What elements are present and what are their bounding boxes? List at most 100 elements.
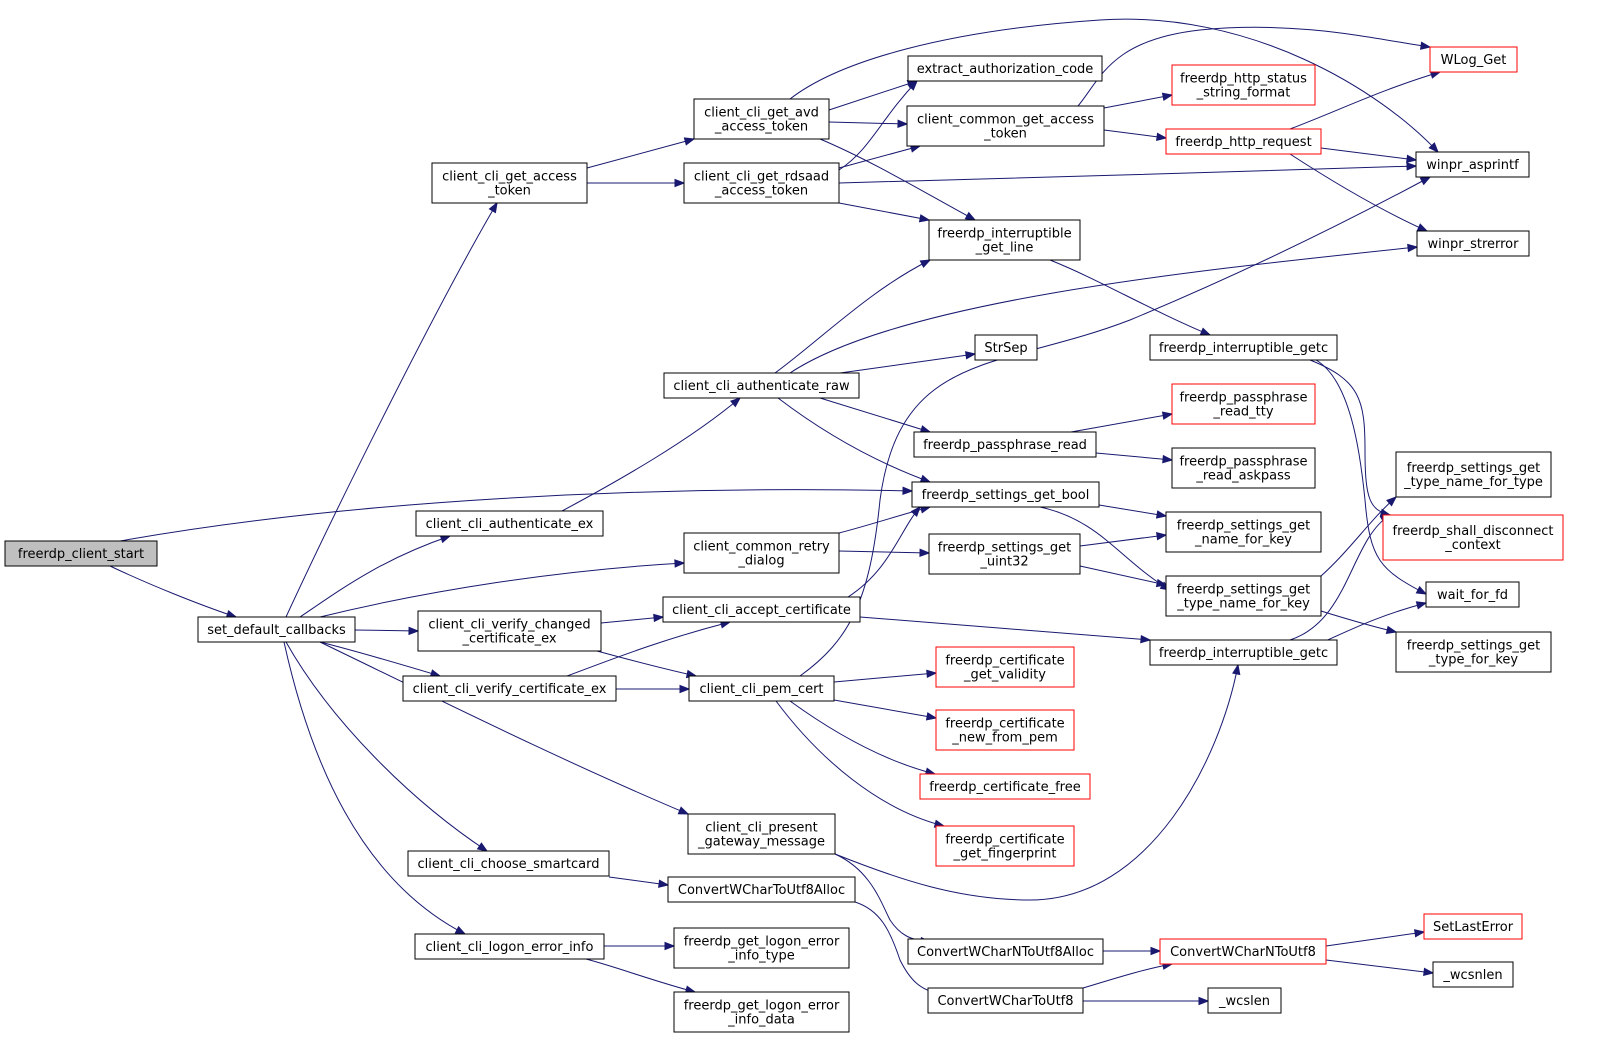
edge-arrowhead bbox=[658, 879, 670, 888]
function-node--wcsnlen[interactable]: _wcsnlen bbox=[1432, 961, 1514, 988]
function-node-extract-authorization-code[interactable]: extract_authorization_code bbox=[907, 55, 1103, 82]
node-box bbox=[688, 675, 835, 702]
node-label: _token bbox=[487, 184, 531, 199]
node-label: client_cli_verify_certificate_ex bbox=[413, 682, 607, 697]
edge-arrowhead bbox=[664, 941, 676, 951]
node-label: SetLastError bbox=[1433, 920, 1514, 935]
function-node-client-cli-verify-certificate-ex[interactable]: client_cli_verify_certificate_ex bbox=[402, 675, 617, 702]
function-node-freerdp-certificate-new-from-pem[interactable]: freerdp_certificate_new_from_pem bbox=[935, 709, 1075, 751]
function-node-freerdp-interruptible-get-line[interactable]: freerdp_interruptible_get_line bbox=[928, 219, 1081, 261]
node-label: _gateway_message bbox=[697, 835, 825, 850]
node-label: _info_type bbox=[727, 949, 794, 964]
node-box bbox=[935, 825, 1075, 867]
node-box bbox=[1149, 639, 1338, 666]
function-node-client-cli-present-gateway-message[interactable]: client_cli_present_gateway_message bbox=[687, 813, 836, 855]
function-node-freerdp-passphrase-read[interactable]: freerdp_passphrase_read bbox=[913, 431, 1097, 458]
function-node-client-cli-accept-certificate[interactable]: client_cli_accept_certificate bbox=[662, 596, 861, 623]
call-edge bbox=[1098, 504, 1167, 517]
function-node-strsep[interactable]: StrSep bbox=[974, 334, 1038, 361]
edge-arrowhead bbox=[1140, 634, 1152, 644]
function-node-freerdp-certificate-free[interactable]: freerdp_certificate_free bbox=[919, 773, 1091, 800]
function-node-client-cli-authenticate-raw[interactable]: client_cli_authenticate_raw bbox=[663, 372, 860, 399]
node-label: _wcsnlen bbox=[1442, 968, 1502, 983]
function-node-setlasterror[interactable]: SetLastError bbox=[1423, 913, 1523, 940]
function-node-client-common-retry-dialog[interactable]: client_common_retry_dialog bbox=[683, 532, 840, 574]
edge-arrowhead bbox=[1156, 132, 1168, 141]
call-edge bbox=[1289, 71, 1441, 130]
call-edge bbox=[1070, 413, 1173, 433]
node-box bbox=[683, 532, 840, 574]
node-box bbox=[417, 610, 602, 652]
node-box bbox=[197, 616, 356, 643]
function-node-winpr-asprintf[interactable]: winpr_asprintf bbox=[1415, 151, 1530, 178]
function-node-client-cli-get-access-token[interactable]: client_cli_get_access_token bbox=[431, 162, 588, 204]
function-node-convertwchartoutf8alloc[interactable]: ConvertWCharToUtf8Alloc bbox=[667, 876, 856, 903]
call-edge bbox=[834, 664, 1239, 901]
function-node-freerdp-certificate-get-fingerprint[interactable]: freerdp_certificate_get_fingerprint bbox=[935, 825, 1075, 867]
node-box bbox=[1432, 961, 1514, 988]
edge-arrowhead bbox=[1155, 510, 1168, 519]
node-box bbox=[402, 675, 617, 702]
function-nodes: freerdp_client_start set_default_callback… bbox=[4, 46, 1564, 1033]
function-node-freerdp-settings-get-name-for-key[interactable]: freerdp_settings_get_name_for_key bbox=[1165, 511, 1322, 553]
function-node-wait-for-fd[interactable]: wait_for_fd bbox=[1425, 581, 1520, 608]
function-node-set-default-callbacks[interactable]: set_default_callbacks bbox=[197, 616, 356, 643]
function-node-convertwchartoutf8[interactable]: ConvertWCharToUtf8 bbox=[927, 987, 1084, 1014]
node-label: client_cli_authenticate_raw bbox=[673, 379, 850, 394]
function-node-client-cli-get-avd-access-token[interactable]: client_cli_get_avd_access_token bbox=[693, 98, 830, 140]
node-box bbox=[693, 98, 830, 140]
node-label: winpr_asprintf bbox=[1426, 158, 1519, 173]
call-edge bbox=[561, 397, 741, 512]
function-node-freerdp-interruptible-getc-b[interactable]: freerdp_interruptible_getc bbox=[1149, 639, 1338, 666]
function-node-freerdp-settings-get-type-name-for-type[interactable]: freerdp_settings_get_type_name_for_type bbox=[1395, 451, 1552, 498]
node-label: client_cli_pem_cert bbox=[699, 682, 823, 697]
node-box bbox=[1165, 511, 1322, 553]
function-node-wlog-get[interactable]: WLog_Get bbox=[1429, 46, 1518, 73]
node-label: freerdp_settings_get bbox=[938, 541, 1071, 556]
node-label: _read_askpass bbox=[1195, 469, 1291, 484]
function-node-client-cli-authenticate-ex[interactable]: client_cli_authenticate_ex bbox=[415, 510, 604, 537]
call-edge bbox=[1325, 959, 1434, 974]
node-box bbox=[911, 481, 1100, 508]
node-box bbox=[687, 813, 836, 855]
function-node-client-cli-logon-error-info[interactable]: client_cli_logon_error_info bbox=[414, 933, 605, 960]
function-node-freerdp-passphrase-read-askpass[interactable]: freerdp_passphrase_read_askpass bbox=[1171, 447, 1316, 489]
function-node-client-cli-pem-cert[interactable]: client_cli_pem_cert bbox=[688, 675, 835, 702]
function-node-client-cli-verify-changed-certificate-ex[interactable]: client_cli_verify_changed_certificate_ex bbox=[417, 610, 602, 652]
edge-arrowhead bbox=[454, 925, 467, 935]
edge-arrowhead bbox=[674, 559, 686, 568]
call-edge bbox=[585, 958, 696, 993]
function-node--wcslen[interactable]: _wcslen bbox=[1207, 987, 1282, 1014]
function-node-freerdp-settings-get-type-name-for-key[interactable]: freerdp_settings_get_type_name_for_key bbox=[1165, 575, 1322, 617]
call-edge bbox=[1079, 565, 1167, 586]
function-node-convertwcharntoutf8[interactable]: ConvertWCharNToUtf8 bbox=[1159, 938, 1327, 965]
function-node-client-common-get-access-token[interactable]: client_common_get_access_token bbox=[906, 105, 1105, 147]
function-node-freerdp-settings-get-type-for-key[interactable]: freerdp_settings_get_type_for_key bbox=[1395, 631, 1552, 673]
node-label: _context bbox=[1444, 538, 1501, 553]
function-node-freerdp-client-start[interactable]: freerdp_client_start bbox=[4, 540, 158, 567]
node-label: ConvertWCharNToUtf8Alloc bbox=[917, 945, 1094, 960]
function-node-convertwcharntoutf8alloc[interactable]: ConvertWCharNToUtf8Alloc bbox=[907, 938, 1104, 965]
node-label: freerdp_interruptible_getc bbox=[1159, 341, 1328, 356]
node-box bbox=[1415, 151, 1530, 178]
function-node-freerdp-settings-get-bool[interactable]: freerdp_settings_get_bool bbox=[911, 481, 1100, 508]
function-node-winpr-strerror[interactable]: winpr_strerror bbox=[1416, 230, 1530, 257]
node-label: freerdp_settings_get bbox=[1177, 583, 1310, 598]
node-label: freerdp_passphrase_read bbox=[923, 438, 1087, 453]
function-node-freerdp-shall-disconnect-context[interactable]: freerdp_shall_disconnect_context bbox=[1382, 514, 1564, 561]
call-edge bbox=[838, 145, 921, 169]
node-box bbox=[1395, 451, 1552, 498]
function-node-freerdp-http-status-string-format[interactable]: freerdp_http_status_string_format bbox=[1171, 64, 1316, 106]
function-node-freerdp-settings-get-uint32[interactable]: freerdp_settings_get_uint32 bbox=[928, 533, 1081, 575]
function-node-freerdp-get-logon-error-info-type[interactable]: freerdp_get_logon_error_info_type bbox=[673, 927, 850, 969]
function-node-freerdp-http-request[interactable]: freerdp_http_request bbox=[1165, 128, 1322, 155]
function-node-freerdp-interruptible-getc-a[interactable]: freerdp_interruptible_getc bbox=[1149, 334, 1338, 361]
function-node-freerdp-get-logon-error-info-data[interactable]: freerdp_get_logon_error_info_data bbox=[673, 991, 850, 1033]
function-node-client-cli-choose-smartcard[interactable]: client_cli_choose_smartcard bbox=[407, 850, 610, 877]
function-node-freerdp-passphrase-read-tty[interactable]: freerdp_passphrase_read_tty bbox=[1171, 383, 1316, 425]
node-box bbox=[662, 596, 861, 623]
function-node-freerdp-certificate-get-validity[interactable]: freerdp_certificate_get_validity bbox=[935, 646, 1075, 688]
node-label: _wcslen bbox=[1218, 994, 1270, 1009]
node-box bbox=[1382, 514, 1564, 561]
function-node-client-cli-get-rdsaad-access-token[interactable]: client_cli_get_rdsaad_access_token bbox=[683, 162, 840, 204]
